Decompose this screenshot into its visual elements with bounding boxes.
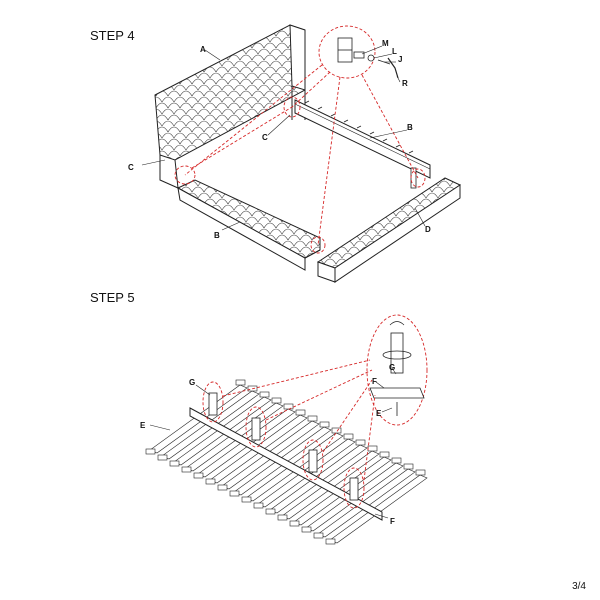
- slat-end-cap: [145, 448, 156, 455]
- step-5-diagram: G E F F G E: [140, 314, 428, 545]
- slat-end-cap: [379, 451, 390, 458]
- slat-end-cap: [415, 469, 426, 476]
- slat-end-cap: [229, 490, 240, 497]
- step-4-callouts: [174, 25, 426, 254]
- label-j: J: [398, 55, 402, 64]
- slat-end-cap: [205, 478, 216, 485]
- label-f-detail: F: [372, 377, 377, 386]
- slat: [317, 468, 416, 538]
- slat-end-cap: [193, 472, 204, 479]
- label-e-left: E: [140, 421, 146, 430]
- leg-detail: [366, 314, 428, 426]
- step-5-title: STEP 5: [90, 290, 135, 305]
- slat-end-cap: [181, 466, 192, 473]
- bracket-hardware-detail: [337, 37, 399, 79]
- label-g-detail: G: [389, 363, 395, 372]
- slat-end-cap: [265, 508, 276, 515]
- slat-end-cap: [325, 538, 336, 545]
- step-4-leaders: [141, 45, 426, 231]
- step-4-title: STEP 4: [90, 28, 135, 43]
- label-c-mid: C: [262, 133, 268, 142]
- support-legs-g: [208, 392, 359, 501]
- slat-end-cap: [271, 397, 282, 404]
- slat-end-cap: [235, 379, 246, 386]
- slat-end-cap: [253, 502, 264, 509]
- slat-end-cap: [295, 409, 306, 416]
- slat-end-cap: [367, 445, 378, 452]
- slat-end-cap: [217, 484, 228, 491]
- slat-end-cap: [307, 415, 318, 422]
- step-5-callouts: [202, 359, 376, 509]
- step-5-leaders: [149, 367, 397, 519]
- slat-end-cap: [169, 460, 180, 467]
- slat-end-cap: [157, 454, 168, 461]
- footboard-d: [316, 177, 462, 283]
- slat: [329, 474, 428, 544]
- label-l: L: [392, 47, 397, 56]
- step-4-diagram: A B C C B D M L J R: [128, 24, 462, 283]
- label-e-detail: E: [376, 409, 382, 418]
- label-d: D: [425, 225, 431, 234]
- slat-end-cap: [391, 457, 402, 464]
- page-number: 3/4: [572, 581, 586, 592]
- slat-end-cap: [355, 439, 366, 446]
- label-a: A: [200, 45, 206, 54]
- label-g-left: G: [189, 378, 195, 387]
- slat-end-cap: [301, 526, 312, 533]
- slat-end-cap: [277, 514, 288, 521]
- label-f-bottom: F: [390, 517, 395, 526]
- side-rail-b-right: [294, 99, 431, 189]
- slat-end-cap: [403, 463, 414, 470]
- slat-end-cap: [289, 520, 300, 527]
- slat-end-cap: [283, 403, 294, 410]
- slat-end-cap: [259, 391, 270, 398]
- label-c-left: C: [128, 163, 134, 172]
- label-r: R: [402, 79, 408, 88]
- label-b-left: B: [214, 231, 220, 240]
- slat-end-cap: [331, 427, 342, 434]
- slat-end-cap: [241, 496, 252, 503]
- headboard-a: [154, 24, 306, 189]
- label-m: M: [382, 39, 389, 48]
- side-rail-b-left: [176, 179, 321, 271]
- slat-end-cap: [319, 421, 330, 428]
- label-b-right: B: [407, 123, 413, 132]
- slat-end-cap: [343, 433, 354, 440]
- center-rail-f: [189, 407, 383, 521]
- slat-end-cap: [313, 532, 324, 539]
